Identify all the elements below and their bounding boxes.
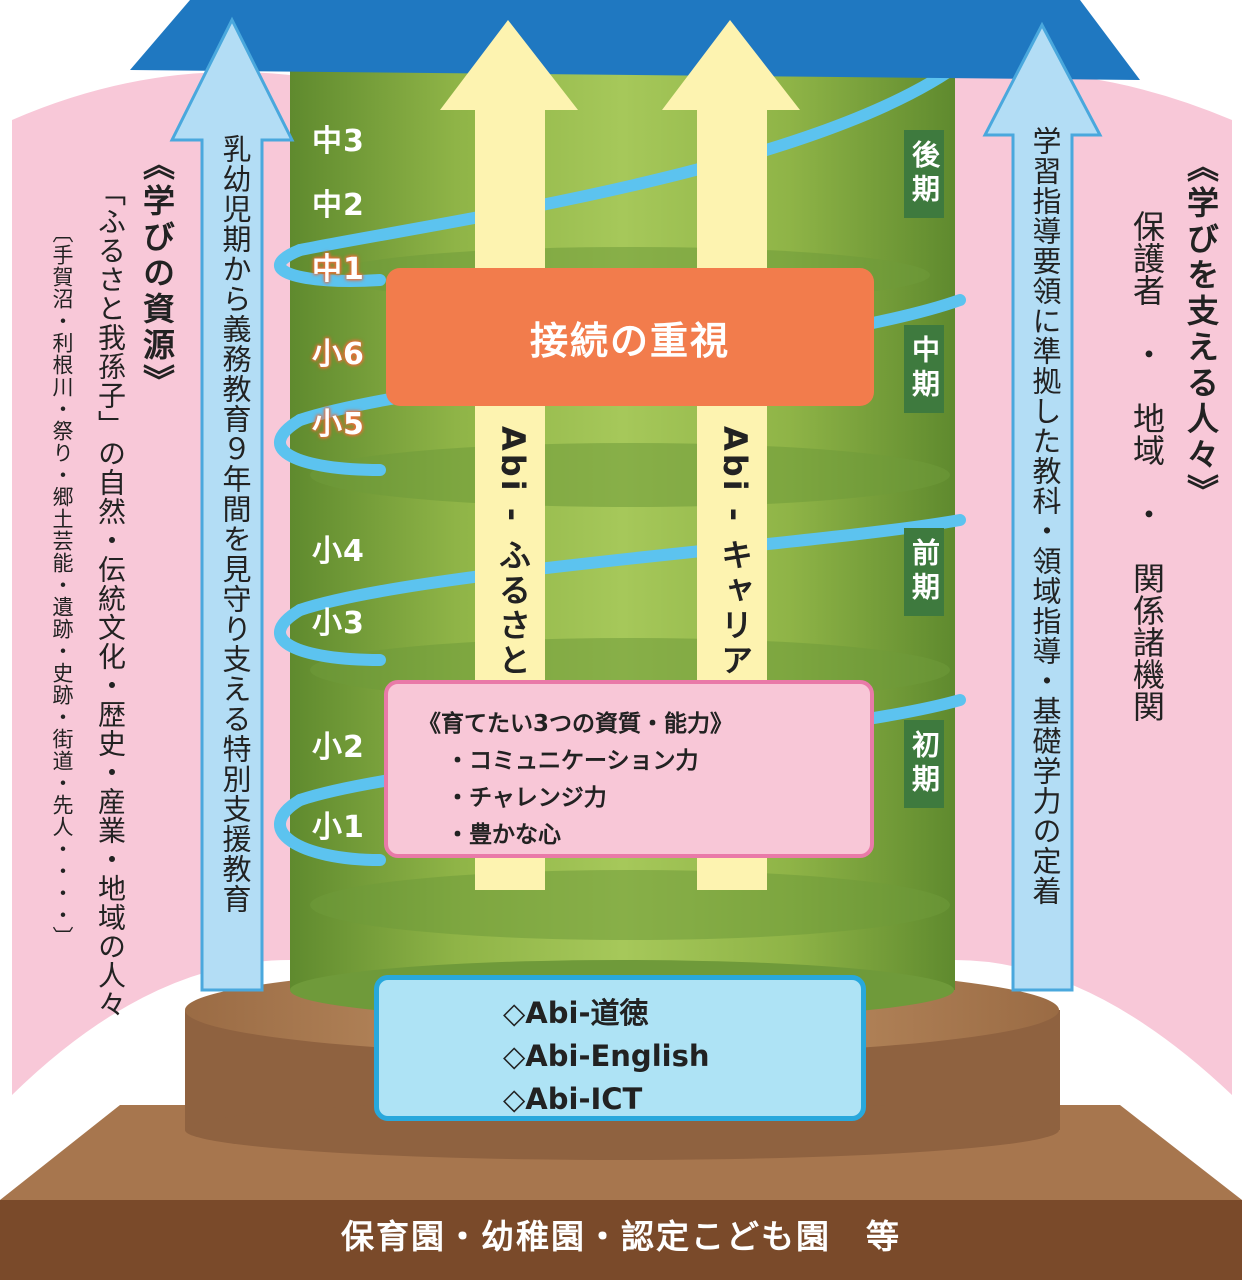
program-item: ◇Abi-English — [503, 1039, 710, 1073]
phase-label: 中期 — [904, 325, 944, 413]
arrow-label-furusato: Abi - ふるさと — [494, 426, 532, 679]
program-item: ◇Abi-道徳 — [503, 996, 649, 1030]
grade-label-highlight: 小5 — [312, 407, 365, 442]
base-programs-box: ◇Abi-道徳 ◇Abi-English ◇Abi-ICT — [374, 975, 866, 1121]
left-blue-arrow — [169, 16, 295, 992]
abilities-box: 《育てたい3つの資質・能力》 ・コミュニケーション力 ・チャレンジ力 ・豊かな心 — [384, 680, 874, 858]
foundation-label: 保育園・幼稚園・認定こども園 等 — [341, 1217, 901, 1256]
phase-label: 後期 — [904, 130, 944, 218]
grade-label: 中3 — [312, 124, 365, 159]
right-column-title: 《学びを支える人々》 — [1182, 150, 1220, 510]
yellow-arrow-right — [662, 20, 800, 890]
right-blue-arrow — [982, 21, 1103, 992]
ability-item: ・豊かな心 — [446, 822, 561, 848]
arrow-label-career: Abi - キャリア — [716, 426, 754, 679]
grade-label: 小4 — [312, 534, 365, 569]
phase-label: 前期 — [904, 528, 944, 616]
grade-label: 小3 — [312, 606, 365, 641]
grade-label-highlight: 中1 — [312, 252, 365, 287]
yellow-arrow-left — [440, 20, 578, 890]
left-column-line2: 〔手賀沼・利根川・祭り・郷土芸能・遺跡・史跡・街道・先人・・・・〕 — [50, 222, 74, 948]
left-arrow-text: 乳幼児期から義務教育９年間を見守り支える特別支援教育 — [218, 134, 252, 914]
right-column-line1: 保護者 ・ 地域 ・ 関係諸機関 — [1128, 210, 1166, 722]
phase-label: 初期 — [904, 720, 944, 808]
ability-item: ・コミュニケーション力 — [446, 748, 699, 774]
left-column-title: 《学びの資源》 — [138, 148, 176, 400]
left-column-line1: 「ふるさと我孫子」の自然・伝統文化・歴史・産業・地域の人々 — [94, 178, 127, 1019]
grade-label: 小2 — [312, 730, 365, 765]
program-item: ◇Abi-ICT — [503, 1082, 643, 1116]
roof — [130, 0, 1140, 80]
grade-label: 小1 — [312, 810, 365, 845]
right-arrow-text: 学習指導要領に準拠した教科・領域指導・基礎学力の定着 — [1028, 126, 1062, 906]
ability-item: ・チャレンジ力 — [446, 785, 607, 811]
foundation-front — [0, 1200, 1242, 1280]
connection-box: 接続の重視 — [386, 268, 874, 406]
abilities-title: 《育てたい3つの資質・能力》 — [418, 711, 734, 737]
grade-label: 中2 — [312, 188, 365, 223]
grade-label-highlight: 小6 — [312, 337, 365, 372]
